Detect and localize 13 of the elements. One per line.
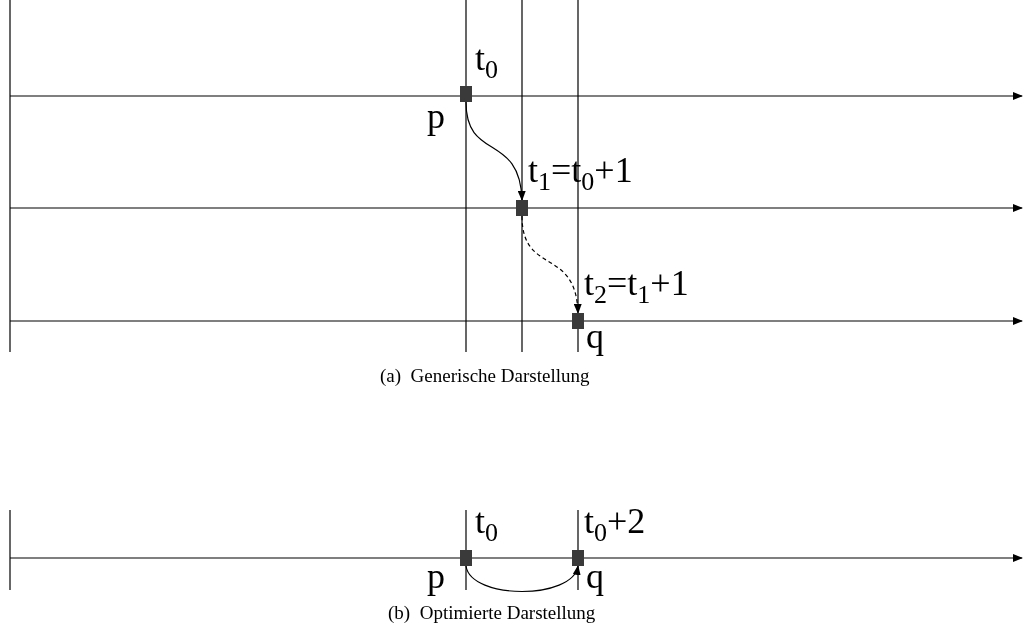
time-label: p xyxy=(427,98,445,134)
caption: (b) Optimierte Darstellung xyxy=(388,602,596,624)
arrow xyxy=(465,565,579,593)
time-label: q xyxy=(586,318,604,354)
time-label: t$_{2}$=t$_{1}$+1 xyxy=(584,265,689,301)
time-label: t$_{0}$ xyxy=(475,40,498,76)
time-label: t$_{0}$+2 xyxy=(584,503,646,539)
time-label: q xyxy=(586,558,604,594)
time-label: t$_{0}$ xyxy=(475,503,498,539)
arrow xyxy=(521,215,582,314)
arrow xyxy=(465,101,526,201)
time-label: p xyxy=(427,558,445,594)
caption: (a) Generische Darstellung xyxy=(380,365,590,387)
